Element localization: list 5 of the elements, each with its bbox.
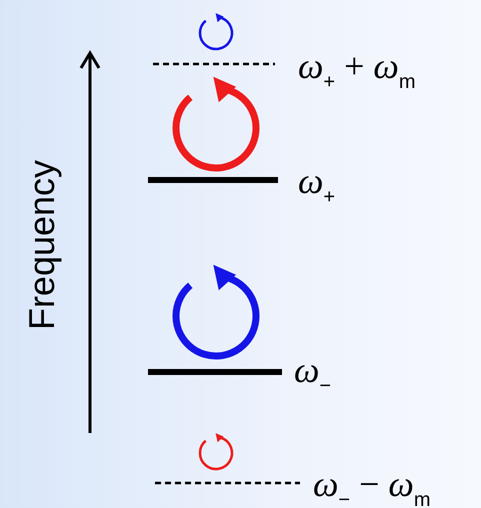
axis-label: Frequency	[24, 160, 60, 330]
frequency-label: ω$_{+}$ + ω$_{m}$	[298, 48, 416, 92]
frequency-label: ω$_{+}$	[298, 163, 336, 207]
frequency-label: ω$_{−}$	[294, 352, 332, 396]
frequency-label: ω$_{−}$ − ω$_{m}$	[313, 466, 431, 508]
